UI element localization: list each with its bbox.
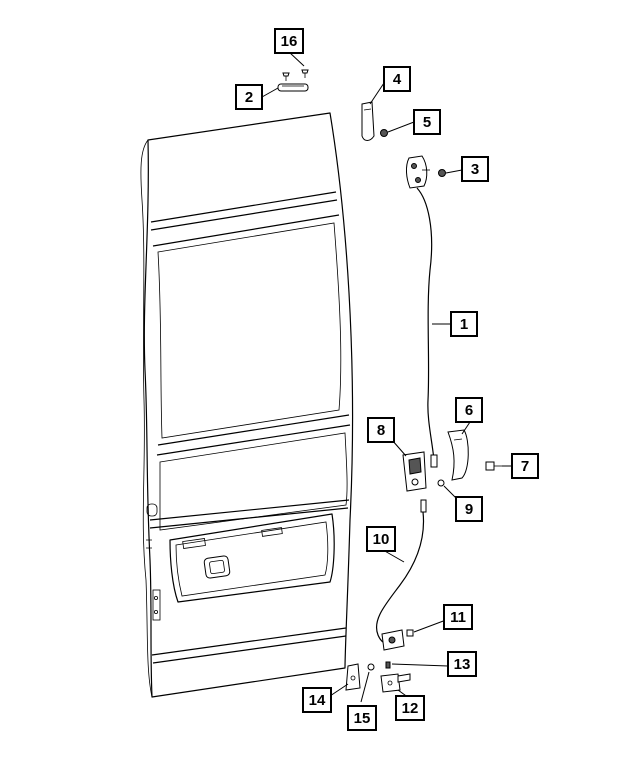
part-16-screws <box>282 69 309 81</box>
rear-door-panel <box>140 112 354 698</box>
callout-16-label: 16 <box>281 33 298 50</box>
callout-8: 8 <box>367 417 395 443</box>
callout-15: 15 <box>347 705 377 731</box>
part-10-lower-cable <box>376 499 427 648</box>
part-13-screw <box>385 661 391 669</box>
part-14-hinge-bracket <box>345 663 361 691</box>
callout-9: 9 <box>455 496 483 522</box>
callout-7-label: 7 <box>521 458 529 475</box>
part-1-upper-cable <box>416 187 438 468</box>
callout-6-label: 6 <box>465 402 473 419</box>
callout-15-label: 15 <box>354 710 371 727</box>
callout-16: 16 <box>274 28 304 54</box>
callout-4: 4 <box>383 66 411 92</box>
callout-7: 7 <box>511 453 539 479</box>
part-4-upper-bracket <box>361 101 375 141</box>
part-3-screw <box>438 169 446 177</box>
callout-9-label: 9 <box>465 501 473 518</box>
callout-5-label: 5 <box>423 114 431 131</box>
callout-13-label: 13 <box>454 656 471 673</box>
part-11-lower-latch <box>381 629 414 651</box>
callout-12: 12 <box>395 695 425 721</box>
part-6-handle-bracket <box>447 429 469 481</box>
callout-13: 13 <box>447 651 477 677</box>
part-7-bolt <box>485 461 502 471</box>
callout-2: 2 <box>235 84 263 110</box>
callout-8-label: 8 <box>377 422 385 439</box>
upper-latch <box>406 155 430 189</box>
callout-10: 10 <box>366 526 396 552</box>
callout-12-label: 12 <box>402 700 419 717</box>
callout-1: 1 <box>450 311 478 337</box>
callout-10-label: 10 <box>373 531 390 548</box>
callout-3: 3 <box>461 156 489 182</box>
callout-11: 11 <box>443 604 473 630</box>
callout-6: 6 <box>455 397 483 423</box>
callout-2-label: 2 <box>245 89 253 106</box>
part-15-screw <box>367 663 375 671</box>
callout-14: 14 <box>302 687 332 713</box>
part-9-screw <box>437 479 445 487</box>
part-8-center-latch <box>402 451 427 492</box>
callout-5: 5 <box>413 109 441 135</box>
callout-14-label: 14 <box>309 692 326 709</box>
callout-1-label: 1 <box>460 316 468 333</box>
callout-11-label: 11 <box>450 609 466 626</box>
leader-lines <box>261 51 512 703</box>
part-2-upper-striker <box>277 83 309 92</box>
callout-4-label: 4 <box>393 71 402 88</box>
part-12-lower-bracket <box>380 673 411 693</box>
part-5-screw <box>380 129 388 137</box>
callout-3-label: 3 <box>471 161 479 178</box>
